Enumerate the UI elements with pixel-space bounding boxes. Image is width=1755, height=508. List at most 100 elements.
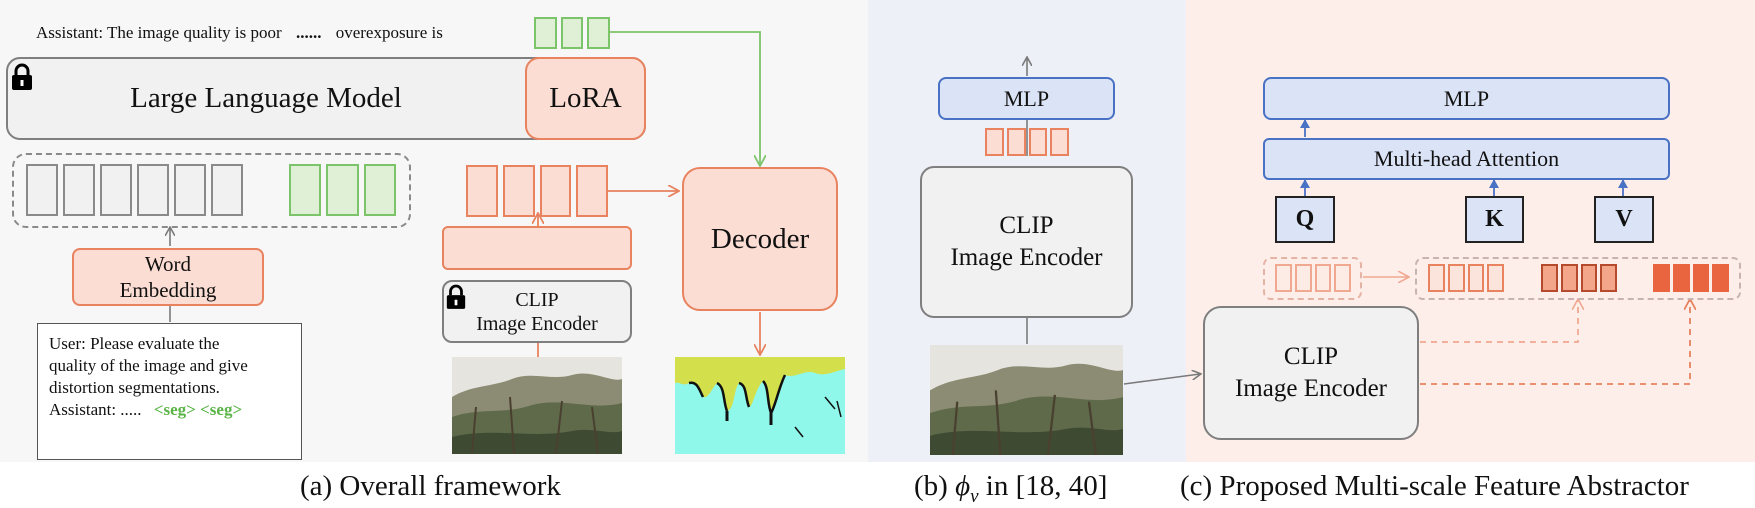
deep-token-group	[1653, 264, 1729, 292]
visual-token-group	[466, 165, 608, 217]
seg-token	[363, 164, 396, 216]
user-prompt-answer: Assistant: ..... <seg> <seg>	[49, 399, 290, 421]
value-label: V	[1615, 206, 1633, 232]
middle-token-group	[1541, 264, 1617, 292]
attention-label: Multi-head Attention	[1373, 146, 1560, 171]
value-block: V	[1594, 196, 1654, 243]
middle-token	[1560, 264, 1578, 292]
query-token	[1334, 264, 1351, 292]
middle-token	[1580, 264, 1598, 292]
seg-token-group	[289, 164, 396, 216]
output-token	[560, 17, 584, 49]
caption-panel-c: (c) Proposed Multi-scale Feature Abstrac…	[1180, 470, 1689, 502]
clip-label-line1: CLIP	[515, 288, 559, 311]
multi-head-attention-block: Multi-head Attention	[1263, 138, 1670, 180]
shallow-token-group	[1428, 264, 1504, 292]
projection-layer-block	[442, 226, 632, 270]
assistant-response-dots: ......	[295, 23, 322, 42]
user-prompt-box: User: Please evaluate the quality of the…	[37, 323, 302, 460]
text-token	[137, 164, 169, 216]
seg-tokens-text: <seg> <seg>	[153, 400, 243, 419]
output-token	[587, 17, 611, 49]
assistant-response-head: Assistant: The image quality is poor	[36, 23, 282, 42]
middle-token	[1600, 264, 1617, 292]
clip-label-line2-b: Image Encoder	[950, 244, 1103, 271]
clip-image-encoder-block: CLIP Image Encoder	[442, 280, 632, 343]
deep-token	[1653, 264, 1670, 292]
arrow-lora-to-decoder	[610, 31, 760, 165]
shallow-token	[1467, 264, 1485, 292]
query-token	[1294, 264, 1312, 292]
seg-token	[326, 164, 359, 216]
mlp-block-c: MLP	[1263, 77, 1670, 120]
key-block: K	[1465, 196, 1524, 243]
visual-token	[576, 165, 608, 217]
assistant-response-text: Assistant: The image quality is poor ...…	[36, 23, 443, 43]
output-token-group	[534, 17, 611, 49]
llm-label: Large Language Model	[130, 82, 402, 114]
mlp-block-b: MLP	[938, 77, 1115, 120]
deep-token	[1712, 264, 1729, 292]
text-token	[63, 164, 95, 216]
word-embedding-line1: Word	[144, 252, 192, 276]
deep-token	[1672, 264, 1690, 292]
visual-token	[1050, 128, 1069, 156]
visual-token	[502, 165, 535, 217]
query-token	[1314, 264, 1332, 292]
clip-label-line2: Image Encoder	[476, 312, 598, 335]
caption-b-phi: ϕ	[955, 470, 971, 502]
query-block: Q	[1275, 196, 1335, 243]
word-embedding-block: Word Embedding	[72, 248, 264, 306]
lora-adapter-block: LoRA	[525, 57, 646, 140]
arrow-b-to-c	[1123, 374, 1200, 385]
query-token-container	[1263, 257, 1362, 300]
assistant-response-tail: overexposure is	[335, 23, 443, 42]
visual-token	[539, 165, 572, 217]
query-label: Q	[1295, 206, 1315, 232]
shallow-token	[1428, 264, 1445, 292]
text-token	[26, 164, 58, 216]
clip-label-line1-c: CLIP	[1283, 343, 1339, 370]
assistant-prefix: Assistant: .....	[49, 400, 142, 419]
photo-thumbnail	[930, 345, 1123, 455]
visual-token	[985, 128, 1004, 156]
visual-token	[466, 165, 498, 217]
shallow-token	[1487, 264, 1504, 292]
caption-b-suffix: in [18, 40]	[978, 470, 1108, 502]
text-token	[211, 164, 243, 216]
mlp-label-c: MLP	[1443, 85, 1490, 111]
input-token-sequence	[12, 153, 411, 228]
output-token	[534, 17, 557, 49]
caption-b-prefix: (b)	[914, 470, 956, 502]
lock-icon	[446, 284, 466, 309]
mlp-label-b: MLP	[1003, 85, 1050, 111]
key-label: K	[1485, 206, 1504, 232]
word-embedding-line2: Embedding	[119, 278, 217, 302]
photo-thumbnail	[452, 357, 622, 454]
caption-b-sub: v	[970, 485, 979, 507]
user-prompt-line: quality of the image and give	[49, 356, 248, 375]
caption-panel-b: (b) ϕv in [18, 40]	[914, 470, 1107, 508]
text-token	[100, 164, 132, 216]
clip-image-encoder-block-c: CLIP Image Encoder	[1203, 306, 1419, 440]
clip-image-encoder-block-b: CLIP Image Encoder	[920, 166, 1133, 318]
deep-token	[1692, 264, 1710, 292]
user-prompt-line: User: Please evaluate the	[49, 334, 220, 353]
visual-token	[1028, 128, 1048, 156]
clip-label-line1-b: CLIP	[999, 212, 1054, 239]
lora-label: LoRA	[549, 82, 622, 114]
clip-label-line2-c: Image Encoder	[1234, 375, 1387, 402]
middle-token	[1541, 264, 1558, 292]
lock-icon	[12, 63, 32, 90]
text-token-group	[26, 164, 243, 216]
multiscale-token-container	[1415, 257, 1741, 300]
query-token	[1275, 264, 1292, 292]
query-token-group	[1275, 264, 1351, 292]
seg-token	[289, 164, 322, 216]
shallow-token	[1447, 264, 1465, 292]
decoder-block: Decoder	[682, 167, 838, 311]
decoder-label: Decoder	[710, 222, 810, 255]
dashed-clip-to-mid-tokens	[1420, 300, 1578, 343]
